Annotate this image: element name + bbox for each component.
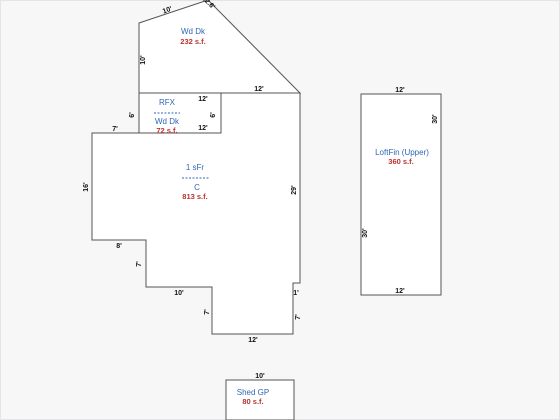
dim-main-bottom: 12' xyxy=(248,337,258,344)
dim-rfx-top: 12' xyxy=(198,96,208,103)
dim-lower-left: 7' xyxy=(204,309,211,315)
rfx-subname: Wd Dk xyxy=(155,117,180,126)
dim-deck-left: 10' xyxy=(140,55,147,65)
dim-deck-top-right: 12.6' xyxy=(200,0,216,11)
shed-outline[interactable] xyxy=(225,379,295,420)
shed-area: 80 s.f. xyxy=(242,397,263,406)
dim-deck-top-left: 10' xyxy=(162,6,174,16)
dim-rfx-bottom: 12' xyxy=(198,125,208,132)
dim-main-right: 29' xyxy=(291,185,298,195)
dim-lower-right: 7' xyxy=(295,314,302,320)
loft-area: 360 s.f. xyxy=(388,157,413,166)
main-subname: C xyxy=(194,183,200,192)
dim-lower-right-jog: 1' xyxy=(293,290,299,297)
dim-step-left: 7' xyxy=(136,261,143,267)
rfx-area: 72 s.f. xyxy=(156,126,177,135)
wood-deck-upper-area: 232 s.f. xyxy=(180,37,205,46)
dim-rfx-left: 6' xyxy=(129,112,136,118)
wood-deck-upper-name: Wd Dk xyxy=(181,27,206,36)
shed-name: Shed GP xyxy=(237,388,269,397)
dim-main-top-left: 7' xyxy=(112,126,118,133)
dim-loft-right: 30' xyxy=(432,114,439,124)
main-floor-outline[interactable] xyxy=(91,92,301,335)
dim-loft-top: 12' xyxy=(395,87,405,94)
dim-rfx-right: 6' xyxy=(210,112,217,118)
dim-shed-top: 10' xyxy=(255,373,265,380)
dim-step-top: 8' xyxy=(116,243,122,250)
dim-main-left: 16' xyxy=(83,182,90,192)
loft-outline[interactable] xyxy=(360,93,442,296)
main-area: 813 s.f. xyxy=(182,192,207,201)
dim-loft-bottom: 12' xyxy=(395,288,405,295)
dim-main-top-right: 12' xyxy=(254,86,264,93)
main-name: 1 sFr xyxy=(186,163,205,172)
loft-name: LoftFin (Upper) xyxy=(375,148,429,157)
dim-loft-left: 30' xyxy=(362,228,369,238)
rfx-name: RFX xyxy=(159,98,176,107)
dim-step-bottom: 10' xyxy=(174,290,184,297)
